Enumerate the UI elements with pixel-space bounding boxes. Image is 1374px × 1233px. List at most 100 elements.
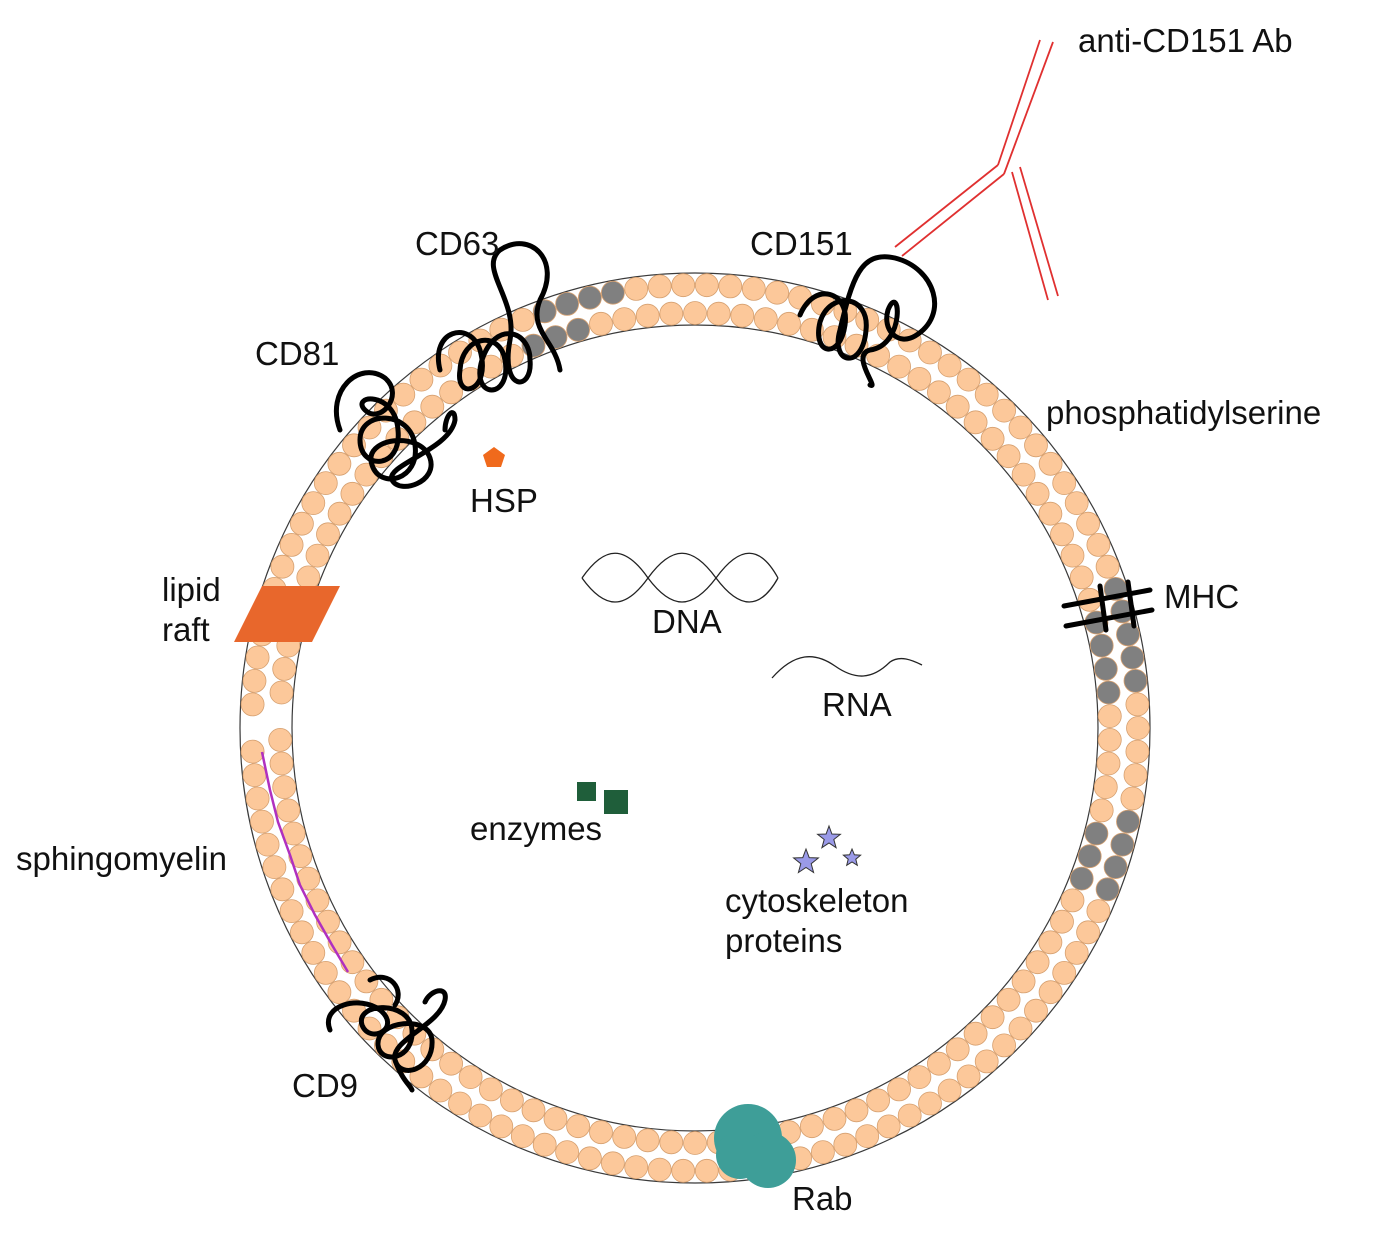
hsp-particle [483, 447, 505, 467]
rna-strand [771, 656, 923, 679]
lipid-head [279, 899, 304, 923]
lipid-head [1064, 941, 1089, 965]
anti-cd151-ab-label: anti-CD151 Ab [1078, 22, 1293, 59]
phosphatidylserine-head [1077, 844, 1102, 869]
lipid-head [887, 354, 911, 379]
lipid-head [659, 1130, 684, 1155]
lipid-head [927, 1051, 951, 1076]
membrane-bilayer [239, 272, 1151, 1184]
anti-cd151-antibody [894, 39, 1059, 301]
lipid-head [918, 340, 942, 365]
lipid-head [409, 367, 434, 392]
phosphatidylserine-head [1103, 855, 1128, 879]
lipid-head [980, 1005, 1005, 1030]
lipid-head [305, 888, 330, 913]
lipid-head [499, 1088, 524, 1113]
sphingomyelin-chain [260, 751, 350, 973]
lipid-head [811, 1140, 835, 1164]
lipid-head [1011, 969, 1036, 994]
lipid-head [270, 877, 295, 902]
lipid-head [478, 1077, 503, 1102]
lipid-head [489, 1114, 514, 1139]
lipid-head [741, 276, 766, 301]
lipid-head [428, 1078, 453, 1103]
lipid-head [624, 1155, 649, 1179]
lipid-head [1025, 481, 1050, 506]
lipid-head [963, 410, 988, 435]
lipid-head [1060, 888, 1085, 913]
lipid-head [1024, 998, 1048, 1023]
phosphatidylserine-head [601, 280, 625, 305]
lipid-head [1089, 798, 1114, 823]
lipid-head [1050, 909, 1074, 934]
lipid-head [316, 522, 340, 547]
lipid-head [1052, 961, 1077, 985]
lipid-head [635, 1128, 660, 1153]
lipid-head [1086, 899, 1111, 923]
lipid-head [647, 1157, 672, 1182]
lipid-head [937, 353, 962, 378]
lipid-head [301, 941, 326, 965]
lipid-head [1076, 511, 1100, 536]
lipid-head [555, 1140, 579, 1164]
lipid-head [844, 1098, 869, 1123]
lipid-head [1008, 415, 1033, 440]
cd9-protein [325, 974, 448, 1093]
lipid-head [694, 273, 719, 298]
lipid-head [1120, 786, 1145, 811]
lipid-head [897, 1103, 922, 1128]
lipid-head [589, 311, 613, 336]
cd81-protein [333, 370, 458, 489]
sphingomyelin-label: sphingomyelin [16, 840, 227, 877]
lipid-head [1011, 462, 1036, 487]
lipid-head [1038, 501, 1063, 526]
lipid-head [439, 1051, 464, 1076]
lipid-head [262, 855, 287, 879]
lipid-head [543, 1107, 568, 1131]
lipid-head [242, 669, 267, 693]
lipid-head [510, 307, 535, 332]
lipid-head [659, 301, 684, 326]
lipid-head [822, 1107, 847, 1131]
lipid-head [578, 1146, 602, 1171]
cd151-protein [797, 254, 938, 388]
phosphatidylserine-head [1110, 832, 1135, 857]
lipid-head [305, 543, 330, 568]
lipid-head [340, 950, 365, 975]
lipid-head [1038, 930, 1063, 955]
lipid-head [276, 798, 301, 823]
lipid-head [1095, 554, 1120, 579]
lipid-head [289, 920, 314, 945]
lipid-head [1086, 533, 1111, 557]
lipid-head [269, 680, 294, 705]
lipid-head [327, 501, 352, 526]
lipid-head [974, 1049, 999, 1074]
cd81-label: CD81 [255, 335, 339, 372]
lipid-head [1093, 775, 1118, 799]
cd151-label: CD151 [750, 225, 853, 262]
phosphatidylserine-head [1069, 866, 1094, 891]
lipid-head [1064, 491, 1089, 516]
lipid-head [765, 280, 789, 305]
lipid-head [635, 303, 660, 328]
cytoskeleton-star [842, 847, 862, 867]
cd63-label: CD63 [415, 225, 499, 262]
lipid-head [612, 1125, 637, 1149]
lipid-head [996, 987, 1021, 1012]
lipid-head [1060, 543, 1085, 568]
proteins-label: proteins [725, 922, 842, 959]
phosphatidylserine-head [1120, 645, 1145, 670]
lipid-head [730, 303, 755, 328]
lipid-head [289, 511, 314, 536]
lipid-head [354, 969, 379, 994]
lipid-head [250, 809, 274, 834]
phosphatidylserine-head [555, 291, 579, 316]
lipid-head [1038, 980, 1063, 1005]
lipid-head [992, 1033, 1016, 1058]
phosphatidylserine-head [566, 317, 590, 342]
lipid-head [887, 1077, 911, 1102]
raft-label: raft [162, 611, 210, 648]
lipid-head [706, 301, 731, 326]
lipid-head [945, 1037, 970, 1062]
cd63-protein [435, 241, 563, 393]
